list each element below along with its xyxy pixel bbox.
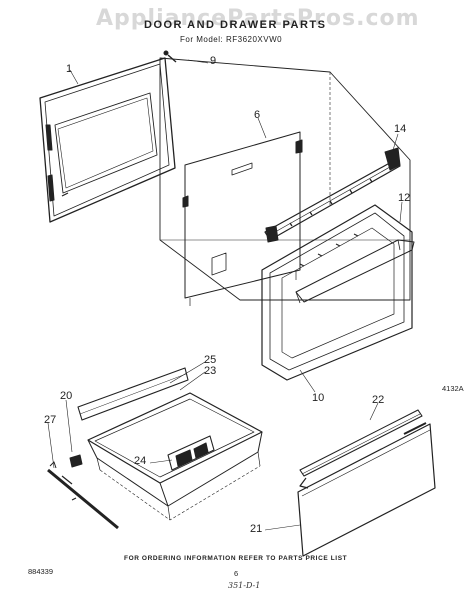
callout-23: 23 [204,365,217,377]
callout-24: 24 [134,455,147,467]
divider-panel [182,131,303,306]
callout-25: 25 [204,354,217,366]
humidity-control [167,435,215,471]
front-panel [297,422,436,557]
handwritten-note: 351-D-1 [228,581,261,590]
figure-code: 4132A [442,384,464,393]
slide-rod [47,461,119,530]
slide-rail [264,147,401,243]
callout-27: 27 [44,414,57,426]
leader-lines [47,59,403,531]
drawer-front-frame [261,204,415,381]
model-number: For Model: RF3620XVW0 [180,35,283,44]
crisper-pan [87,392,263,521]
ordering-note: FOR ORDERING INFORMATION REFER TO PARTS … [124,555,348,562]
callout-20: 20 [60,390,73,402]
drawer-stop [69,454,83,468]
door-assembly [39,57,176,223]
callout-14: 14 [394,123,407,135]
callout-6: 6 [254,109,261,121]
callout-22: 22 [372,394,385,406]
callout-21: 21 [250,523,263,535]
front-trim [299,409,423,489]
watermark: AppliancePartsPros.com [96,6,420,31]
callout-1: 1 [66,63,73,75]
page-title: DOOR AND DRAWER PARTS [144,19,327,31]
cabinet-outline [159,57,411,301]
crisper-cover [77,367,189,421]
document-number: 884339 [28,567,54,576]
callout-10: 10 [312,392,325,404]
screw-part [163,50,177,63]
callout-9: 9 [210,55,217,67]
page-number: 6 [234,569,239,578]
callout-12: 12 [398,192,411,204]
